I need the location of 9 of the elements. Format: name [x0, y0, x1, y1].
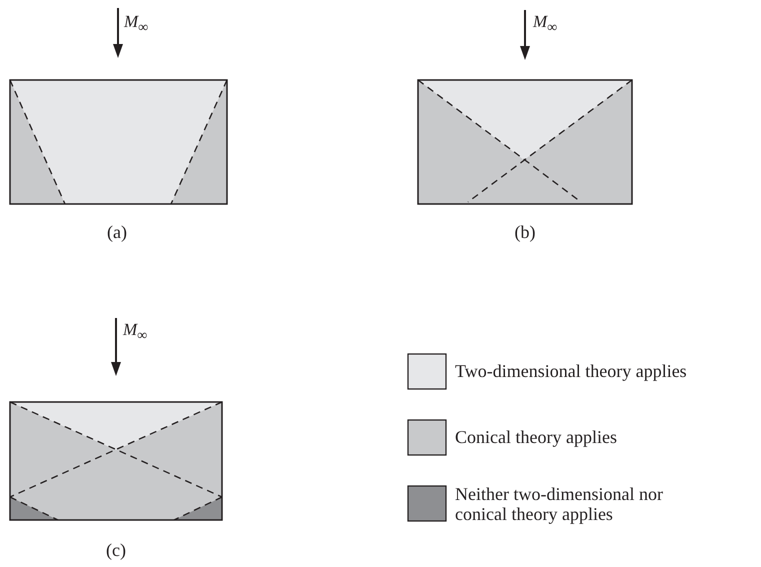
mach-label: M$_{∞}$ — [124, 12, 148, 38]
legend-text: Neither two-dimensional nor conical theory applies — [455, 484, 664, 524]
mach-label: M$_{∞}$ — [123, 320, 148, 346]
mach-label: M$_{∞}$ — [533, 12, 558, 38]
legend-text: Two-dimensional theory applies — [455, 361, 688, 381]
figure-caption: (a) — [107, 222, 127, 242]
figure-caption: (c) — [106, 540, 126, 560]
legend-text: Conical theory applies — [455, 427, 618, 447]
figure-caption: (b) — [514, 222, 536, 242]
